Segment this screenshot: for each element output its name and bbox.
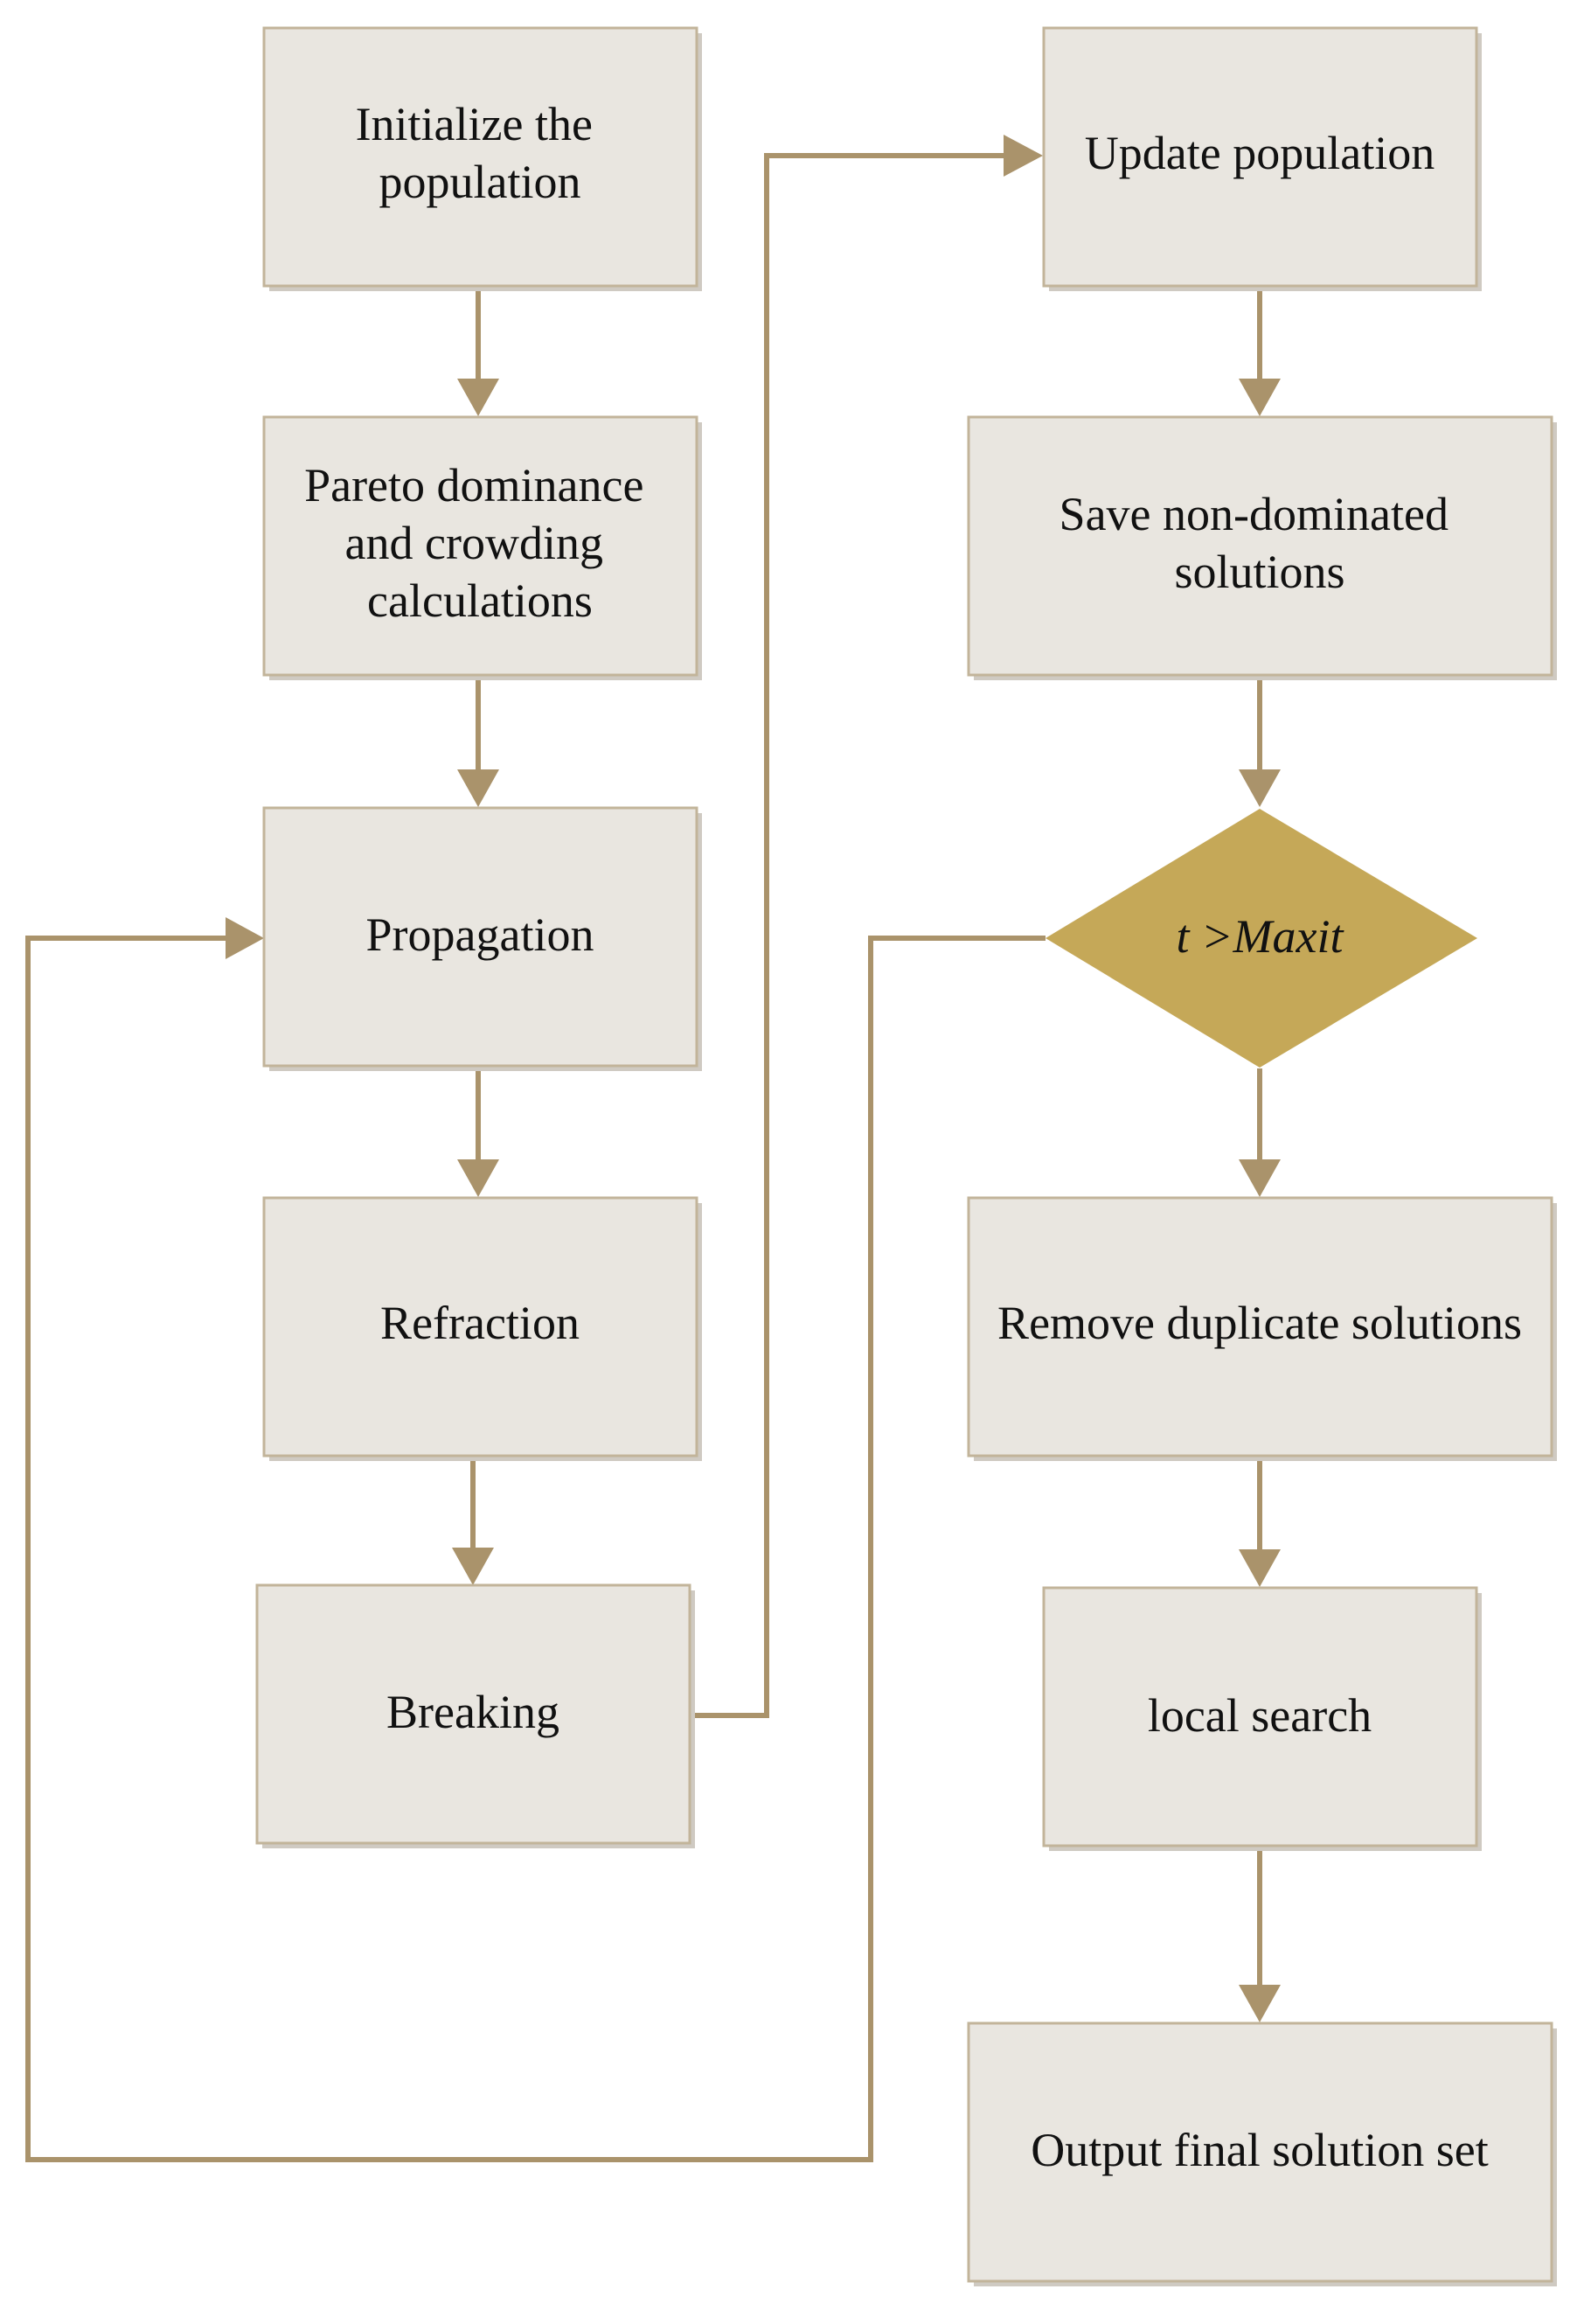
- connectors: [25, 135, 1281, 2162]
- node-local-search: local search: [1042, 1586, 1482, 1851]
- node-propagation: Propagation: [262, 806, 702, 1071]
- refraction-label: Refraction: [380, 1297, 580, 1349]
- initialize-label-line2: population: [379, 156, 581, 208]
- node-pareto-dominance: Pareto dominance and crowding calculatio…: [262, 415, 702, 680]
- arrow-breaking-to-update: [691, 153, 1004, 1718]
- arrowhead-save: [1239, 379, 1281, 416]
- node-output-final: Output final solution set: [967, 2021, 1557, 2286]
- node-update-population: Update population: [1042, 26, 1482, 291]
- output-label: Output final solution set: [1031, 2124, 1488, 2176]
- arrowhead-remove: [1239, 1159, 1281, 1197]
- propagation-label: Propagation: [366, 908, 594, 961]
- node-refraction: Refraction: [262, 1196, 702, 1461]
- arrowhead-loop-propagation: [226, 917, 264, 959]
- save-label-line1: Save non-dominated: [1059, 488, 1449, 540]
- arrowhead-local: [1239, 1549, 1281, 1587]
- svg-text:Pareto dominance and cro: Pareto dominance and crowding calculatio…: [304, 459, 656, 627]
- svg-text:Initialize the populatio: Initialize the population: [356, 98, 605, 208]
- node-decision-maxit: t >Maxit: [1046, 809, 1477, 1068]
- svg-text:Save non-dominated solut: Save non-dominated solutions: [1059, 488, 1461, 598]
- arrowhead-breaking: [452, 1548, 494, 1585]
- save-label-line2: solutions: [1174, 546, 1344, 598]
- arrowhead-update: [1004, 135, 1043, 177]
- decision-label: t >Maxit: [1177, 910, 1345, 963]
- arrow-decision-loop-to-propagation: [25, 936, 1046, 2162]
- update-label: Update population: [1085, 127, 1435, 179]
- arrowhead-pareto: [457, 379, 499, 416]
- pareto-label-line3: calculations: [367, 574, 593, 627]
- node-save-non-dominated: Save non-dominated solutions: [967, 415, 1557, 680]
- remove-label: Remove duplicate solutions: [997, 1297, 1522, 1349]
- breaking-label: Breaking: [386, 1686, 559, 1738]
- node-initialize-population: Initialize the population: [262, 26, 702, 291]
- arrowhead-propagation: [457, 769, 499, 807]
- node-remove-duplicates: Remove duplicate solutions: [967, 1196, 1557, 1461]
- pareto-label-line2: and crowding: [345, 517, 603, 569]
- local-label: local search: [1148, 1689, 1372, 1742]
- arrowhead-output: [1239, 1985, 1281, 2022]
- arrowhead-refraction: [457, 1159, 499, 1197]
- decision-diamond: [1046, 809, 1477, 1068]
- arrowhead-decision: [1239, 769, 1281, 807]
- node-breaking: Breaking: [255, 1583, 695, 1848]
- pareto-label-line1: Pareto dominance: [304, 459, 643, 511]
- initialize-label-line1: Initialize the: [356, 98, 593, 150]
